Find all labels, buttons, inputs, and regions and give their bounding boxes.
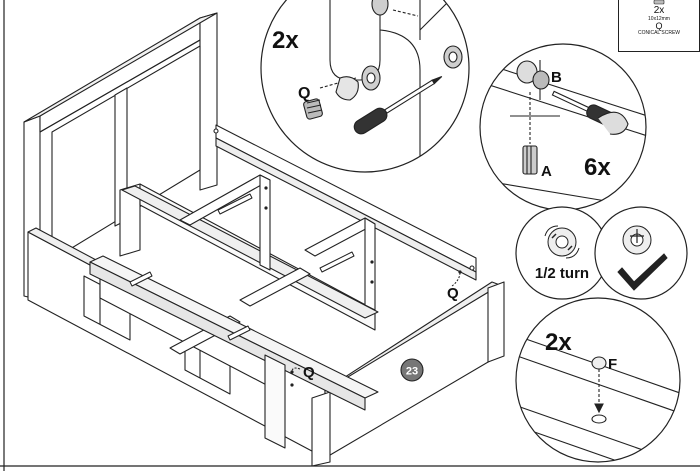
- screw-icon: [653, 0, 665, 5]
- hardware-name: CONICAL SCREW: [637, 30, 681, 37]
- bed-frame-drawing: 23: [23, 12, 505, 467]
- inset-cam-part-a: A: [541, 163, 552, 180]
- hardware-legend-box: 2x 10x12mm Q CONICAL SCREW: [618, 0, 700, 52]
- half-turn-label: 1/2 turn: [535, 265, 589, 282]
- main-part-q-label-1: Q: [303, 364, 315, 381]
- hardware-size: 10x12mm: [648, 15, 670, 22]
- hardware-qty: 2x: [653, 5, 665, 16]
- inset-half-turn: 1/2 turn: [515, 206, 609, 300]
- main-part-q-label-2: Q: [447, 285, 459, 302]
- inset-check: [594, 206, 688, 300]
- hardware-code: Q: [655, 20, 663, 31]
- inset-top-part: Q: [298, 85, 310, 102]
- checkmark-icon: [617, 253, 668, 291]
- inset-cam-qty: 6x: [584, 154, 611, 181]
- step-number: 23: [406, 366, 418, 378]
- inset-cam-lock: [479, 43, 647, 211]
- inset-peg-f: [515, 297, 681, 463]
- inset-bottom-part: F: [608, 356, 617, 373]
- inset-conical-screw: [260, 0, 470, 173]
- inset-cam-part-b: B: [551, 69, 562, 86]
- inset-bottom-qty: 2x: [545, 329, 572, 356]
- inset-top-qty: 2x: [272, 27, 299, 54]
